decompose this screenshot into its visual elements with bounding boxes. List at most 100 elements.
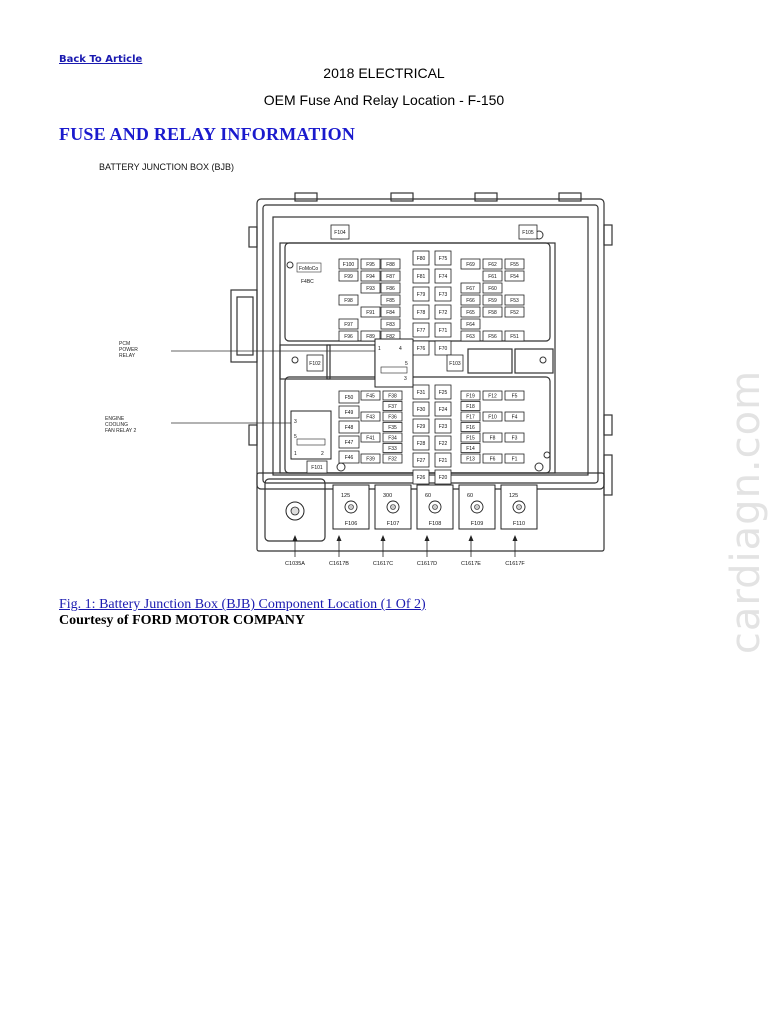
fuse-label: F94 (366, 274, 375, 280)
relay-pin-label: 3 (404, 376, 407, 382)
fuse-f14: F14 (460, 443, 481, 453)
fuse-f38: F38 (382, 390, 403, 401)
fuse-f84: F84 (380, 306, 401, 318)
fuse-f76: F76 (412, 340, 430, 356)
fuse-label: F48 (345, 425, 354, 431)
fuse-label: F105 (522, 230, 534, 236)
fuse-label: F37 (388, 404, 397, 410)
relay-pin-label: 5 (294, 434, 297, 440)
fuse-label: F39 (366, 457, 375, 463)
fuse-label: F25 (439, 390, 448, 396)
fuse-label: F34 (388, 436, 397, 442)
fuse-f56: F56 (482, 330, 503, 342)
fuse-label: F102 (309, 361, 321, 367)
fuse-label: F91 (366, 310, 375, 316)
fuse-label: F101 (311, 465, 323, 471)
fuse-f49: F49 (338, 405, 360, 419)
connector-c1617e: C1617E (461, 535, 481, 567)
fuse-label: F86 (386, 286, 395, 292)
fuse-f80: F80 (412, 250, 430, 266)
figure-caption-link[interactable]: Fig. 1: Battery Junction Box (BJB) Compo… (59, 597, 426, 612)
fuse-f10: F10 (482, 411, 503, 422)
fuse-f79: F79 (412, 286, 430, 302)
fuse-f103: F103 (446, 354, 464, 372)
fuse-f20: F20 (434, 469, 452, 485)
fuse-f89: F89 (360, 330, 381, 342)
fuse-f18: F18 (460, 401, 481, 411)
fuse-f88: F88 (380, 258, 401, 270)
fuse-label: F41 (366, 436, 375, 442)
fuse-f94: F94 (360, 270, 381, 282)
fuse-label: F63 (466, 334, 475, 340)
fuse-f78: F78 (412, 304, 430, 320)
fuse-label: F89 (366, 334, 375, 340)
fuse-f48: F48 (338, 420, 360, 434)
fuse-label: F50 (345, 395, 354, 401)
mega-fuse-amps: 125 (509, 493, 518, 499)
fuse-f29: F29 (412, 418, 430, 434)
fuse-f34: F34 (382, 432, 403, 443)
connector-c1617c: C1617C (373, 535, 393, 567)
connector-c1617d: C1617D (417, 535, 437, 567)
fuse-f87: F87 (380, 270, 401, 282)
document-category: 2018 ELECTRICAL (323, 65, 445, 81)
fuse-label: F36 (388, 415, 397, 421)
fuse-f55: F55 (504, 258, 525, 270)
fuse-f19: F19 (460, 390, 481, 401)
bjb-diagram-title: BATTERY JUNCTION BOX (BJB) (99, 162, 234, 172)
fuse-f60: F60 (482, 282, 503, 294)
fuse-f54: F54 (504, 270, 525, 282)
fuse-label: F70 (439, 346, 448, 352)
fuse-label: F72 (439, 310, 448, 316)
fuse-label: F15 (466, 436, 475, 442)
fuse-f102: F102 (306, 354, 324, 372)
fuse-label: F53 (510, 298, 519, 304)
fuse-f86: F86 (380, 282, 401, 294)
fuse-f15: F15 (460, 432, 481, 443)
fuse-f70: F70 (434, 340, 452, 356)
fuse-label: F12 (488, 394, 497, 400)
fuse-label: F32 (388, 457, 397, 463)
fuse-f77: F77 (412, 322, 430, 338)
fuse-f105: F105 (518, 224, 538, 240)
fuse-f81: F81 (412, 268, 430, 284)
fuse-f1: F1 (504, 453, 525, 464)
fuse-f58: F58 (482, 306, 503, 318)
fuse-f67: F67 (460, 282, 481, 294)
fuse-f66: F66 (460, 294, 481, 306)
fuse-label: F96 (344, 334, 353, 340)
fuse-label: F27 (417, 458, 426, 464)
fuse-f12: F12 (482, 390, 503, 401)
fuse-f23: F23 (434, 418, 452, 434)
fuse-label: F49 (345, 410, 354, 416)
fuse-label: F59 (488, 298, 497, 304)
callout-pcm-relay-line1: PCM (119, 341, 130, 347)
fuse-f99: F99 (338, 270, 359, 282)
back-to-article-link[interactable]: Back To Article (59, 54, 143, 65)
mega-fuse-label: F110 (513, 521, 525, 527)
fuse-f45: F45 (360, 390, 381, 401)
fuse-label: F51 (510, 334, 519, 340)
fuse-label: F16 (466, 425, 475, 431)
connector-label: C1617D (417, 561, 437, 567)
fuse-label: F4 (512, 415, 518, 421)
fuse-f24: F24 (434, 401, 452, 417)
document-title: OEM Fuse And Relay Location - F-150 (263, 92, 505, 108)
callout-fan-relay-line3: FAN RELAY 2 (105, 428, 136, 434)
connector-label: C1617C (373, 561, 393, 567)
fuse-f72: F72 (434, 304, 452, 320)
callout-pcm-relay-line2: POWER (119, 347, 138, 353)
fuse-label: F22 (439, 441, 448, 447)
fuse-label: F13 (466, 457, 475, 463)
fuse-label: F61 (488, 274, 497, 280)
fuse-label: F66 (466, 298, 475, 304)
fuse-f32: F32 (382, 453, 403, 464)
fuse-label: F85 (386, 298, 395, 304)
fuse-label: F54 (510, 274, 519, 280)
section-title: FUSE AND RELAY INFORMATION (59, 124, 356, 144)
